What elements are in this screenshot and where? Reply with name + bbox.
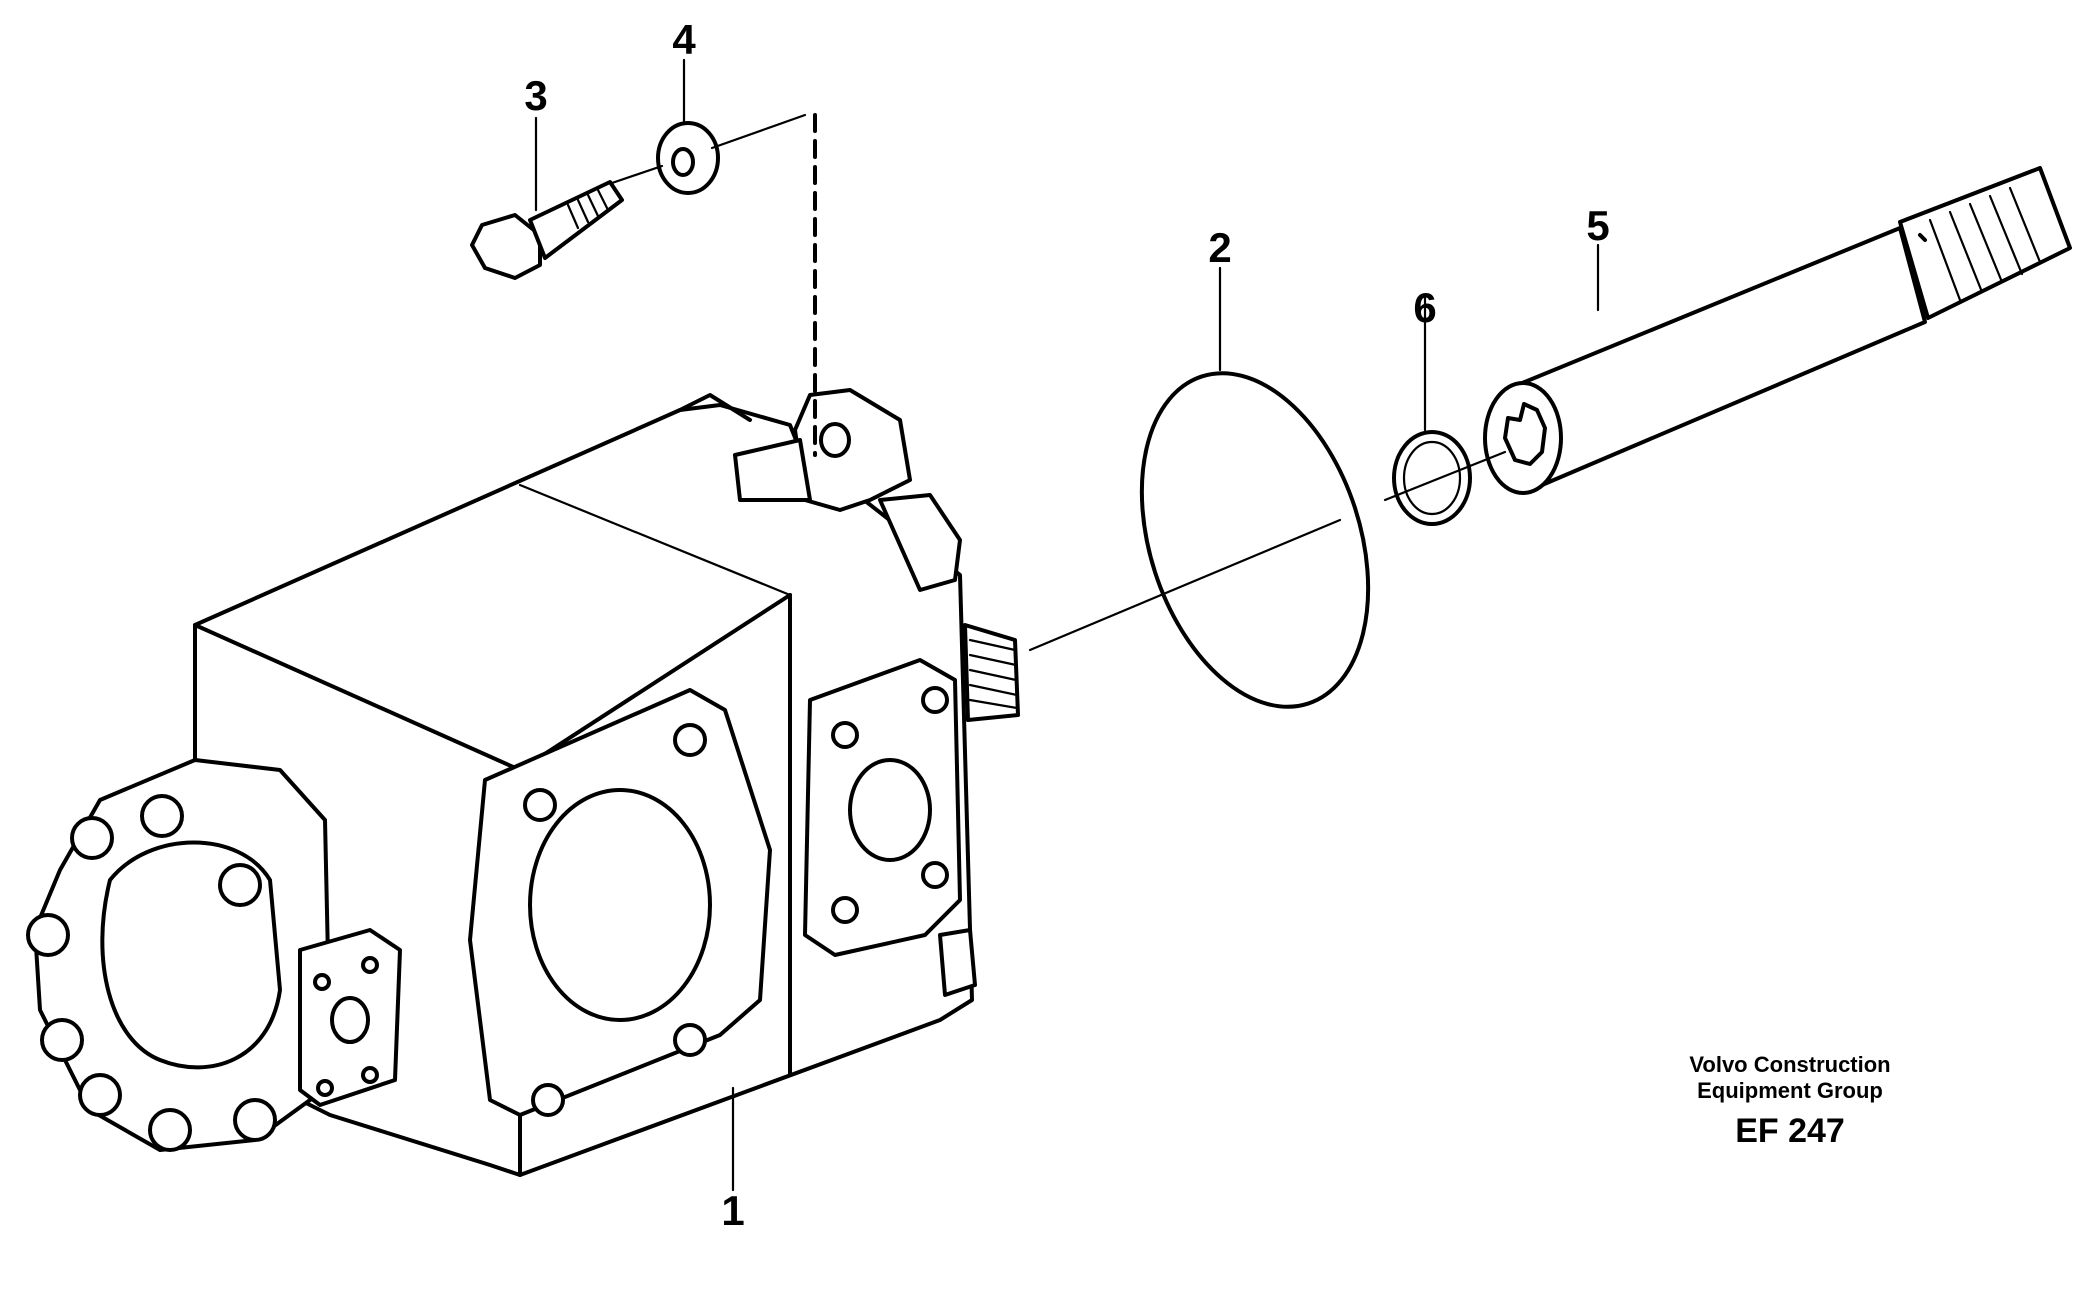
callout-2: 2 — [1208, 224, 1231, 271]
publisher-line-2: Equipment Group — [1697, 1078, 1883, 1103]
figure-code: EF 247 — [1735, 1112, 1845, 1150]
callout-1: 1 — [721, 1187, 744, 1234]
washer — [656, 121, 720, 195]
callout-4: 4 — [672, 16, 696, 63]
pump-body — [26, 388, 1020, 1177]
bolt — [470, 180, 624, 280]
callout-3: 3 — [524, 72, 547, 119]
assembly-lines — [534, 58, 1600, 1192]
splined-shaft — [1483, 166, 2072, 495]
pressure-port-flange — [468, 688, 772, 1117]
rear-cover — [26, 758, 402, 1152]
side-port-flange — [803, 658, 962, 957]
callout-5: 5 — [1586, 202, 1609, 249]
callout-6: 6 — [1413, 284, 1436, 331]
retaining-ring — [1392, 430, 1472, 526]
pump-shaft-splines — [963, 623, 1020, 722]
o-ring — [1139, 371, 1371, 709]
publisher-line-1: Volvo Construction — [1689, 1052, 1891, 1077]
